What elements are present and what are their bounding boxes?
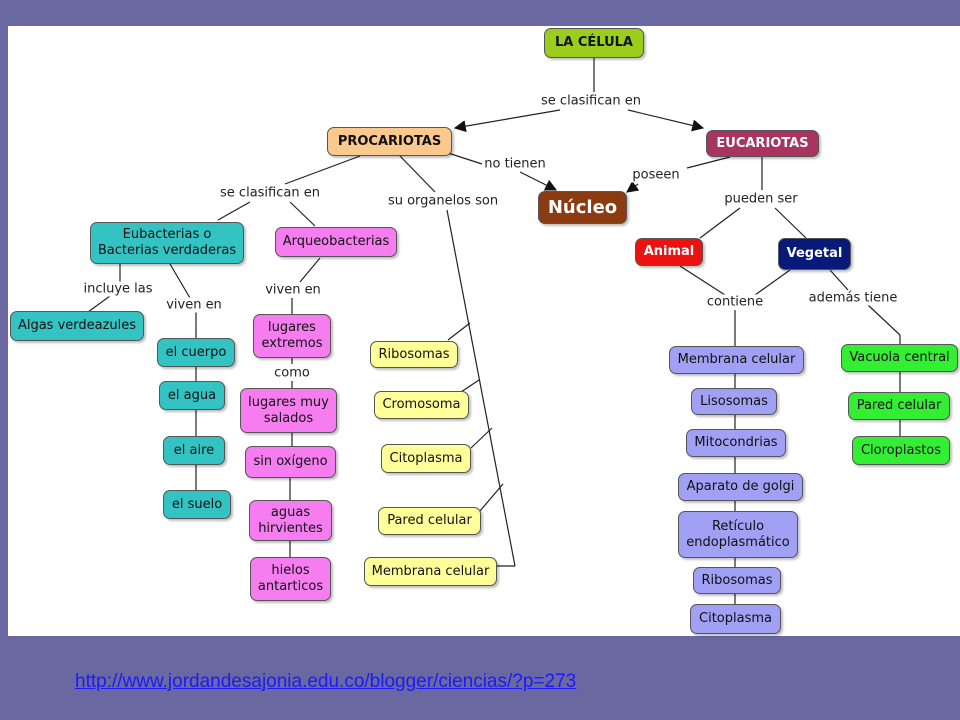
node-arqueobacterias: Arqueobacterias	[275, 227, 397, 257]
node-hielos-antarticos: hielos antarticos	[250, 557, 331, 601]
node-cloroplastos: Cloroplastos	[852, 436, 950, 465]
label-se-clasifican-en: se clasifican en	[539, 93, 643, 109]
node-membrana-celular-eucariotas: Membrana celular	[669, 346, 804, 374]
node-aparato-de-golgi: Aparato de golgi	[678, 473, 803, 501]
label-como: como	[272, 365, 312, 381]
label-pueden-ser: pueden ser	[722, 191, 800, 207]
node-vacuola-central: Vacuola central	[841, 344, 958, 372]
node-el-cuerpo: el cuerpo	[157, 338, 235, 367]
node-membrana-celular-procariotas: Membrana celular	[364, 557, 497, 586]
node-citoplasma-eucariotas: Citoplasma	[690, 604, 781, 634]
label-contiene: contiene	[704, 294, 766, 310]
node-reticulo-endoplasmatico: Retículo endoplasmático	[678, 511, 798, 558]
label-incluye-las: incluye las	[81, 281, 155, 297]
label-poseen: poseen	[630, 167, 682, 183]
node-lugares-muy-salados: lugares muy salados	[240, 388, 337, 433]
node-animal: Animal	[635, 238, 703, 266]
node-el-agua: el agua	[159, 381, 225, 410]
node-el-suelo: el suelo	[163, 490, 231, 519]
node-pared-celular-vegetal: Pared celular	[848, 392, 950, 420]
label-su-organelos-son: su organelos son	[385, 193, 501, 209]
node-citoplasma-procariotas: Citoplasma	[381, 444, 471, 473]
node-lisosomas: Lisosomas	[691, 388, 777, 415]
node-sin-oxigeno: sin oxígeno	[245, 446, 336, 478]
node-lugares-extremos: lugares extremos	[253, 314, 331, 358]
node-procariotas: PROCARIOTAS	[327, 127, 452, 156]
node-el-aire: el aire	[163, 436, 225, 465]
concept-map-canvas	[8, 26, 960, 636]
source-url-link[interactable]: http://www.jordandesajonia.edu.co/blogge…	[75, 671, 577, 692]
node-pared-celular-procariotas: Pared celular	[378, 507, 481, 535]
node-vegetal: Vegetal	[778, 238, 851, 270]
label-ademas-tiene: además tiene	[806, 290, 900, 306]
node-eubacterias: Eubacterias o Bacterias verdaderas	[90, 222, 244, 264]
node-algas-verdeazules: Algas verdeazules	[10, 311, 144, 341]
label-no-tienen: no tienen	[482, 156, 548, 172]
node-ribosomas-procariotas: Ribosomas	[370, 341, 458, 368]
node-ribosomas-eucariotas: Ribosomas	[693, 567, 781, 594]
label-viven-en-2: viven en	[263, 282, 323, 298]
node-cromosoma: Cromosoma	[374, 391, 469, 419]
node-nucleo: Núcleo	[538, 191, 627, 224]
node-mitocondrias: Mitocondrias	[686, 429, 786, 457]
label-se-clasifican-en-2: se clasifican en	[218, 185, 322, 201]
node-eucariotas: EUCARIOTAS	[706, 130, 819, 157]
node-la-celula: LA CÉLULA	[544, 28, 644, 58]
node-aguas-hirvientes: aguas hirvientes	[249, 500, 332, 541]
label-viven-en-1: viven en	[164, 297, 224, 313]
